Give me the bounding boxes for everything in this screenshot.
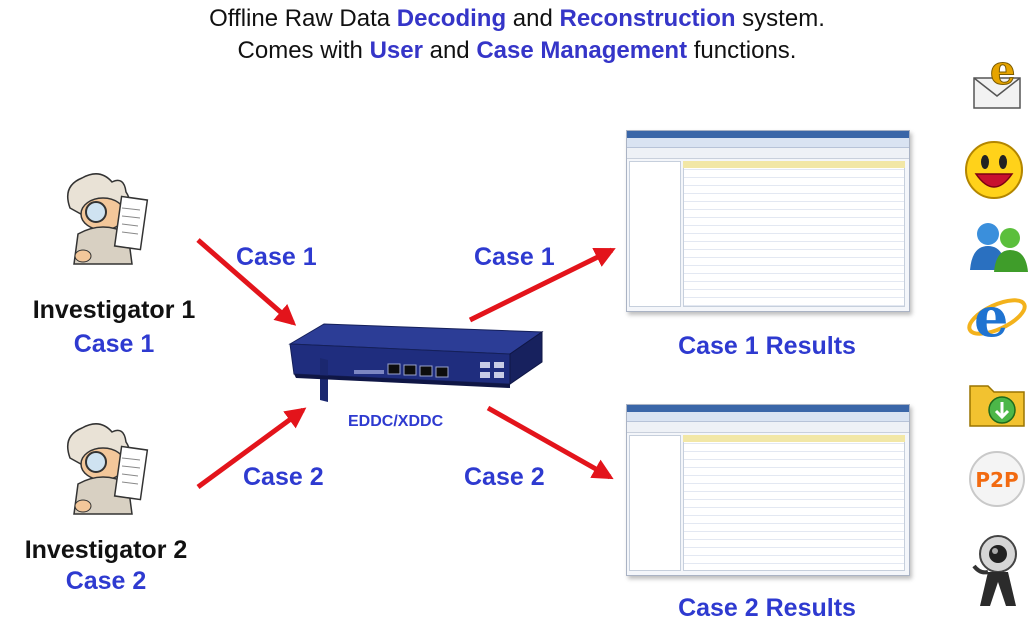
title-text: and (422, 37, 477, 64)
arrow-out-case-1 (468, 247, 616, 323)
title-highlight: Case Management (476, 37, 688, 64)
title-text: and (506, 5, 560, 32)
yahoo-messenger-icon (962, 138, 1026, 207)
title-highlight: Reconstruction (559, 5, 736, 32)
investigator-2-case: Case 2 (65, 567, 147, 595)
title-text: Offline Raw Data (209, 5, 397, 32)
arrow-label-out-case-1: Case 1 (474, 243, 555, 271)
investigator-1-name: Investigator 1 (32, 296, 196, 324)
webcam-icon (966, 528, 1028, 617)
eddc-xddc-device (284, 318, 546, 415)
case-1-results-screenshot (626, 130, 910, 312)
investigator-2-icon (48, 418, 158, 523)
svg-text:e: e (990, 48, 1015, 94)
arrow-in-case-1 (196, 238, 297, 326)
p2p-icon: P2P (966, 448, 1028, 515)
arrow-in-case-2 (196, 407, 307, 490)
investigator-1-case: Case 1 (73, 330, 155, 358)
title-line-2: Comes with User and Case Management func… (0, 36, 1034, 66)
title-text: Comes with (237, 37, 370, 64)
email-icon: e (968, 47, 1028, 117)
case-2-results-label: Case 2 Results (678, 594, 856, 622)
device-label: EDDC/XDDC (348, 413, 444, 430)
arrow-label-out-case-2: Case 2 (464, 463, 545, 491)
title-text: functions. (687, 37, 797, 64)
internet-explorer-icon: e (964, 284, 1030, 355)
title-highlight: User (369, 37, 423, 64)
title-highlight: Decoding (396, 5, 507, 32)
arrow-out-case-2 (486, 405, 614, 480)
arrow-label-in-case-1: Case 1 (236, 243, 317, 271)
title-text: system. (735, 5, 825, 32)
case-1-results-label: Case 1 Results (678, 332, 856, 360)
arrow-label-in-case-2: Case 2 (243, 463, 324, 491)
title-line-1: Offline Raw Data Decoding and Reconstruc… (0, 4, 1034, 34)
investigator-2-name: Investigator 2 (24, 536, 188, 564)
msn-messenger-icon (966, 212, 1030, 281)
case-2-results-screenshot (626, 404, 910, 576)
investigator-1-icon (48, 168, 158, 273)
svg-text:e: e (974, 285, 1008, 349)
ftp-folder-icon (966, 372, 1030, 437)
p2p-text: P2P (975, 468, 1018, 492)
